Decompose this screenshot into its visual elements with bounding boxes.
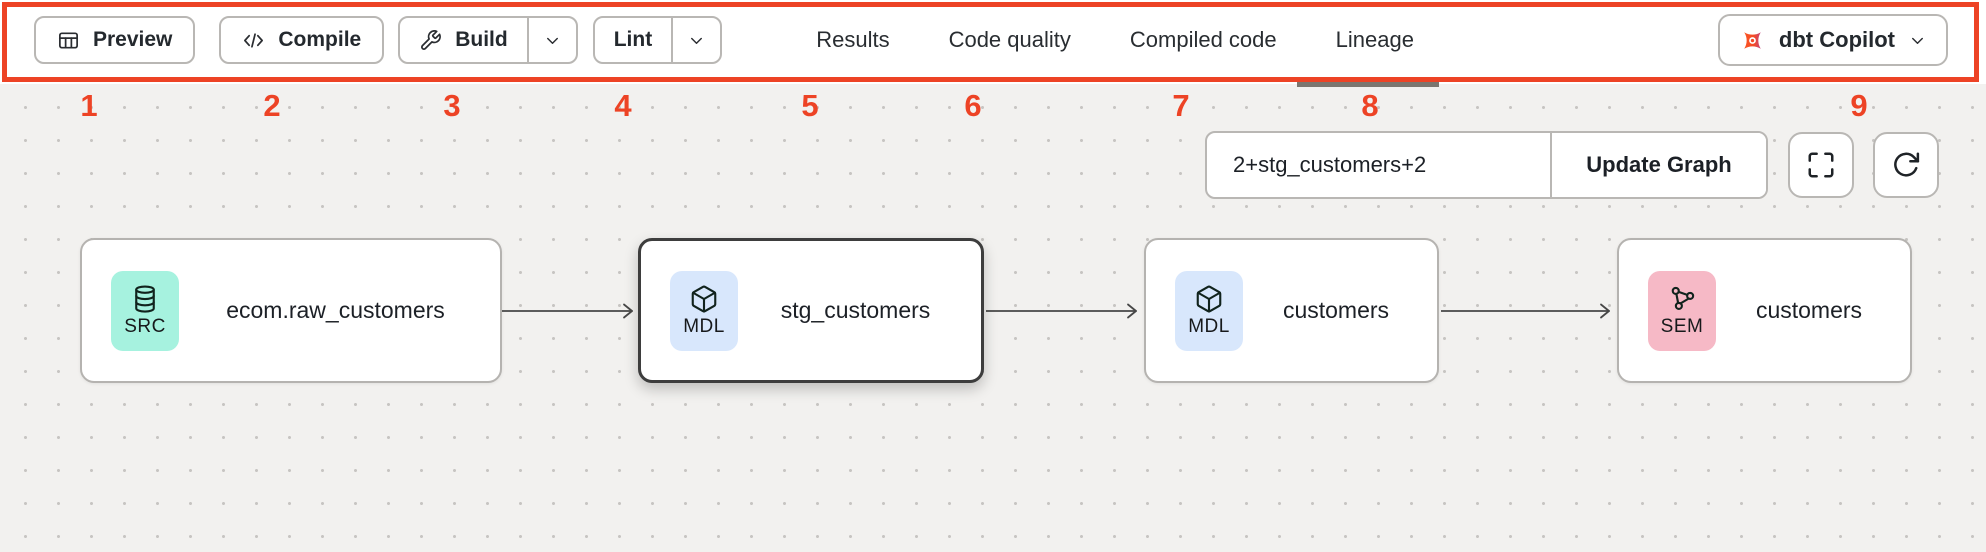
lint-button-label: Lint [613, 28, 653, 51]
lint-dropdown-button[interactable] [673, 18, 720, 62]
mdl-badge: MDL [670, 270, 738, 351]
annotation-number-2: 2 [263, 88, 281, 123]
selector-divider [1550, 133, 1552, 197]
semantic-model-icon [1667, 284, 1697, 314]
editor-toolbar: Preview Compile Build [0, 0, 1986, 84]
fullscreen-button[interactable] [1788, 132, 1854, 198]
table-icon [57, 29, 80, 52]
edge-arrow [502, 301, 638, 321]
tab-results[interactable]: Results [816, 27, 890, 52]
build-dropdown-button[interactable] [529, 18, 576, 62]
build-button-label: Build [455, 28, 508, 51]
preview-button[interactable]: Preview [34, 16, 196, 64]
dbt-copilot-icon [1739, 27, 1766, 54]
refresh-icon [1891, 150, 1921, 180]
node-label: customers [1755, 297, 1863, 323]
lint-button[interactable]: Lint [595, 18, 674, 62]
code-icon [242, 29, 265, 52]
selector-group: Update Graph [1205, 131, 1768, 199]
dbt-copilot-label: dbt Copilot [1778, 27, 1895, 52]
compile-button[interactable]: Compile [219, 16, 385, 64]
tab-lineage[interactable]: Lineage [1335, 27, 1414, 52]
lint-split-button: Lint [592, 16, 723, 64]
chevron-down-icon [687, 31, 706, 50]
database-icon [130, 284, 160, 314]
edge-arrow [986, 301, 1142, 321]
build-split-button: Build [398, 16, 578, 64]
sem-badge: SEM [1648, 270, 1716, 351]
wrench-icon [419, 29, 442, 52]
node-type-label: SEM [1660, 315, 1704, 337]
build-button[interactable]: Build [400, 18, 529, 62]
mdl-badge: MDL [1175, 270, 1243, 351]
annotation-number-7: 7 [1172, 88, 1190, 123]
annotation-number-9: 9 [1850, 88, 1868, 123]
lineage-node-stg-customers[interactable]: MDL stg_customers [638, 238, 984, 383]
result-tabs: Results Code quality Compiled code Linea… [816, 27, 1414, 53]
node-label: customers [1282, 297, 1390, 323]
lineage-node-customers-model[interactable]: MDL customers [1144, 238, 1439, 383]
node-type-label: MDL [683, 315, 725, 337]
update-graph-button[interactable]: Update Graph [1552, 133, 1766, 197]
edge-arrow [1441, 301, 1615, 321]
compile-button-label: Compile [278, 28, 362, 51]
chevron-down-icon [1908, 31, 1927, 50]
lineage-node-customers-semantic[interactable]: SEM customers [1617, 238, 1912, 383]
fullscreen-icon [1806, 150, 1836, 180]
annotation-number-8: 8 [1361, 88, 1379, 123]
cube-icon [689, 284, 719, 314]
annotation-number-3: 3 [443, 88, 461, 123]
node-type-label: SRC [124, 315, 166, 337]
tab-compiled-code[interactable]: Compiled code [1129, 27, 1277, 52]
src-badge: SRC [111, 270, 179, 351]
selector-input[interactable] [1207, 133, 1550, 197]
annotation-number-4: 4 [614, 88, 632, 123]
node-label: ecom.raw_customers [226, 297, 445, 323]
tab-code-quality[interactable]: Code quality [948, 27, 1071, 52]
chevron-down-icon [543, 31, 562, 50]
lineage-node-ecom-raw-customers[interactable]: SRC ecom.raw_customers [80, 238, 502, 383]
preview-button-label: Preview [93, 28, 173, 51]
node-label: stg_customers [780, 297, 931, 323]
annotation-number-5: 5 [801, 88, 819, 123]
node-type-label: MDL [1188, 315, 1230, 337]
annotation-number-6: 6 [964, 88, 982, 123]
refresh-button[interactable] [1873, 132, 1939, 198]
annotation-number-1: 1 [80, 88, 98, 123]
dbt-copilot-button[interactable]: dbt Copilot [1717, 14, 1948, 66]
cube-icon [1194, 284, 1224, 314]
